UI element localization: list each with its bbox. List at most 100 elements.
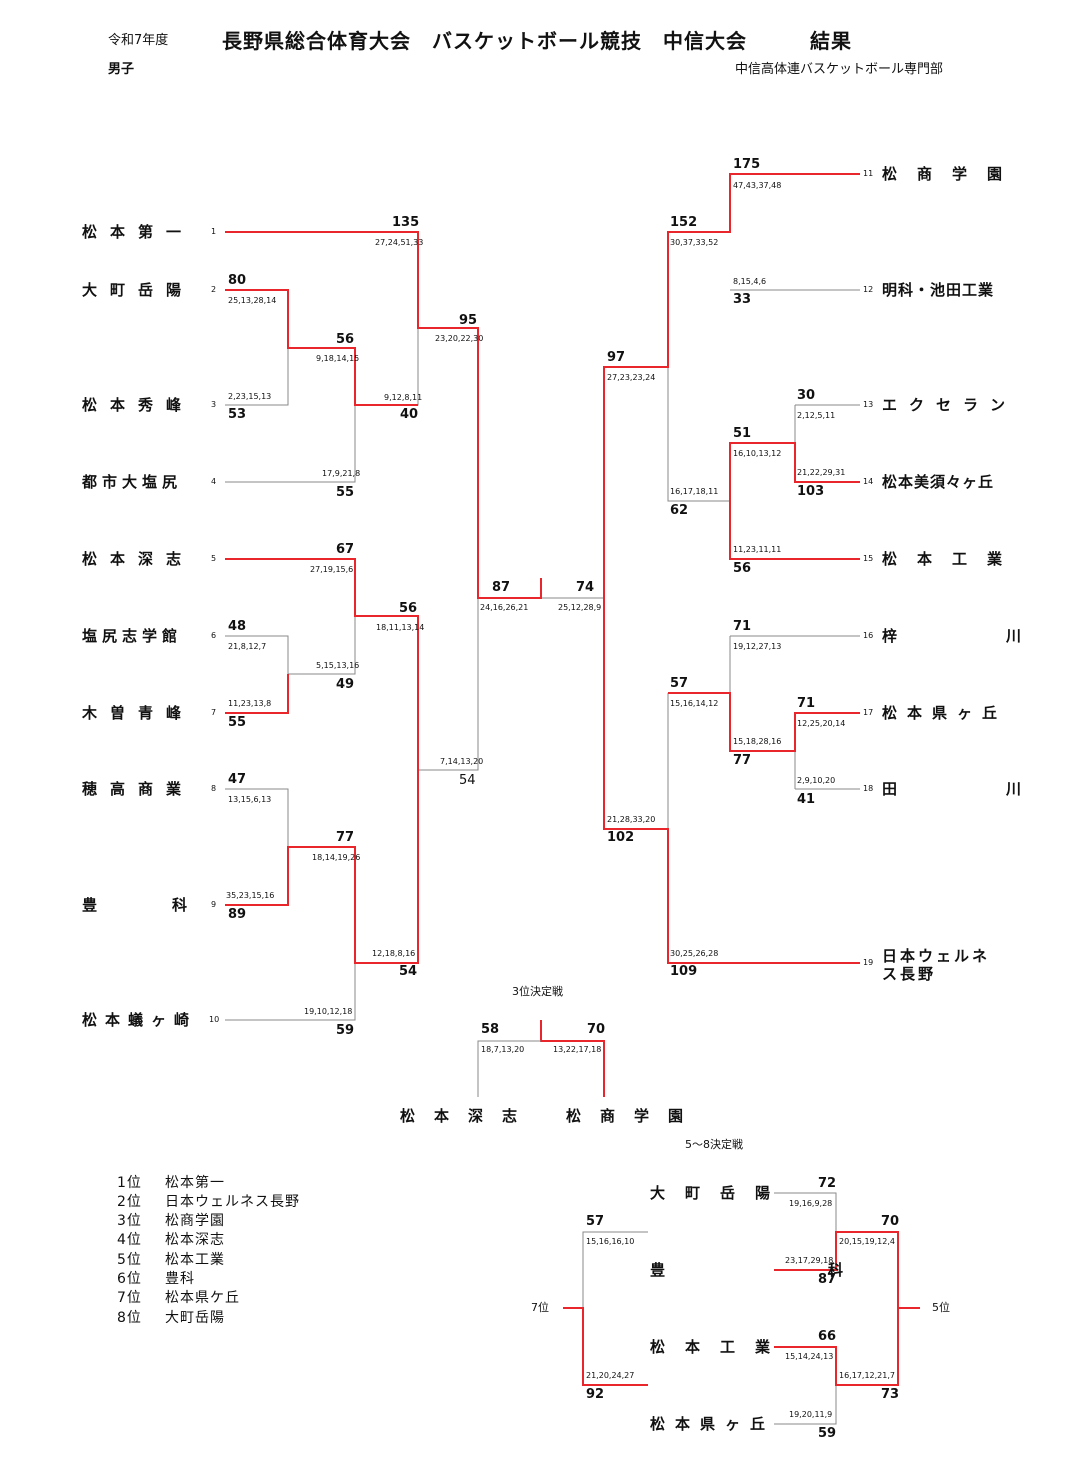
seed-13: 13 [863, 400, 874, 409]
score-quarters: 19,16,9,28 [789, 1199, 833, 1208]
team-name-11: 松商学園 [882, 165, 1023, 183]
score-total: 71 [797, 696, 816, 711]
score-total: 135 [392, 215, 420, 230]
seed-1: 1 [211, 227, 217, 236]
seed-9: 9 [211, 900, 217, 909]
seed-5: 5 [211, 554, 217, 563]
score-total: 67 [336, 542, 355, 557]
seed-2: 2 [211, 285, 217, 294]
classification-label: 5～8決定戦 [685, 1138, 743, 1151]
score-total: 54 [399, 964, 418, 979]
score-quarters: 16,10,13,12 [733, 449, 782, 458]
score-quarters: 23,20,22,30 [435, 334, 484, 343]
score-quarters: 2,12,5,11 [797, 411, 836, 420]
score-quarters: 19,10,12,18 [304, 1007, 353, 1016]
score-quarters: 2,23,15,13 [228, 392, 272, 401]
score-total: 74 [576, 580, 595, 595]
team-name-7: 木曽青峰 [82, 704, 195, 722]
header-year: 令和7年度 [108, 33, 169, 48]
team-name-18: 田 川 [882, 780, 1069, 798]
rank-label: 1位 [117, 1175, 142, 1191]
score-quarters: 18,11,13,14 [376, 623, 425, 632]
score-quarters: 30,25,26,28 [670, 949, 719, 958]
rank-team: 大町岳陽 [165, 1310, 225, 1326]
seed-7: 7 [211, 708, 217, 717]
score-quarters: 30,37,33,52 [670, 238, 719, 247]
score-total: 51 [733, 426, 752, 441]
score-total: 59 [818, 1426, 837, 1441]
team-name-13: エクセラン [882, 396, 1018, 414]
score-quarters: 27,24,51,33 [375, 238, 424, 247]
seed-4: 4 [211, 477, 217, 486]
page-title: 長野県総合体育大会 バスケットボール競技 中信大会 結果 [222, 29, 852, 53]
score-quarters: 16,17,12,21,7 [839, 1371, 895, 1380]
seed-10: 10 [209, 1015, 220, 1024]
score-total: 175 [733, 157, 761, 172]
team-name-6: 塩尻志学館 [82, 627, 183, 645]
seed-15: 15 [863, 554, 874, 563]
seed-6: 6 [211, 631, 217, 640]
winner-lines [225, 173, 920, 1386]
classification-team-2: 豊 科 [650, 1261, 918, 1279]
score-total: 71 [733, 619, 752, 634]
score-quarters: 18,7,13,20 [481, 1045, 525, 1054]
third-place-left-team: 松本深志 [400, 1107, 537, 1125]
score-total: 72 [818, 1176, 837, 1191]
score-total: 66 [818, 1329, 837, 1344]
score-total: 53 [228, 407, 247, 422]
score-quarters: 21,28,33,20 [607, 815, 656, 824]
team-name-9: 豊 科 [82, 896, 218, 914]
score-quarters: 15,16,14,12 [670, 699, 719, 708]
loser-lines [225, 289, 899, 1425]
rank-label: 7位 [117, 1290, 142, 1306]
score-quarters: 9,18,14,15 [316, 354, 360, 363]
rank-label: 2位 [117, 1194, 142, 1210]
score-quarters: 35,23,15,16 [226, 891, 275, 900]
score-quarters: 13,22,17,18 [553, 1045, 602, 1054]
score-quarters: 19,20,11,9 [789, 1410, 833, 1419]
team-name-1: 松本第一 [82, 223, 195, 241]
score-total: 41 [797, 792, 816, 807]
team-name-8: 穂高商業 [82, 780, 195, 798]
score-total: 55 [336, 485, 355, 500]
classification-team-1: 大町岳陽 [650, 1184, 791, 1202]
score-quarters: 21,22,29,31 [797, 468, 846, 477]
score-total: 102 [607, 830, 635, 845]
score-quarters: 7,14,13,20 [440, 757, 484, 766]
seed-3: 3 [211, 400, 217, 409]
score-quarters: 21,20,24,27 [586, 1371, 635, 1380]
third-place-label: 3位決定戦 [512, 985, 563, 998]
seed-12: 12 [863, 285, 874, 294]
score-quarters: 15,18,28,16 [733, 737, 782, 746]
team-name-4: 都市大塩尻 [82, 473, 183, 491]
score-total: 55 [228, 715, 247, 730]
classification-team-4: 松本県ヶ丘 [650, 1415, 776, 1433]
score-quarters: 11,23,13,8 [228, 699, 272, 708]
fifth-place-label: 5位 [932, 1301, 950, 1314]
score-quarters: 27,19,15,6 [310, 565, 354, 574]
score-total: 73 [881, 1387, 900, 1402]
score-quarters: 25,12,28,9 [558, 603, 602, 612]
score-total: 57 [586, 1214, 605, 1229]
score-total: 56 [399, 601, 418, 616]
seventh-place-label: 7位 [531, 1301, 549, 1314]
score-quarters: 9,12,8,11 [384, 393, 423, 402]
score-total: 89 [228, 907, 247, 922]
organizer-label: 中信高体連バスケットボール専門部 [735, 62, 944, 77]
score-quarters: 21,8,12,7 [228, 642, 267, 651]
score-total: 92 [586, 1387, 605, 1402]
rank-team: 松本工業 [165, 1252, 225, 1268]
rank-label: 6位 [117, 1271, 142, 1287]
score-total: 48 [228, 619, 247, 634]
score-quarters: 15,16,16,10 [586, 1237, 635, 1246]
score-total: 54 [459, 773, 476, 788]
score-quarters: 11,23,11,11 [733, 545, 782, 554]
rank-team: 松商学園 [165, 1213, 225, 1229]
score-quarters: 25,13,28,14 [228, 296, 277, 305]
rank-label: 3位 [117, 1213, 142, 1229]
score-quarters: 23,17,29,18 [785, 1256, 834, 1265]
rank-team: 日本ウェルネス長野 [165, 1194, 300, 1210]
team-name-17: 松本県ヶ丘 [882, 704, 1008, 722]
score-total: 87 [818, 1272, 837, 1287]
